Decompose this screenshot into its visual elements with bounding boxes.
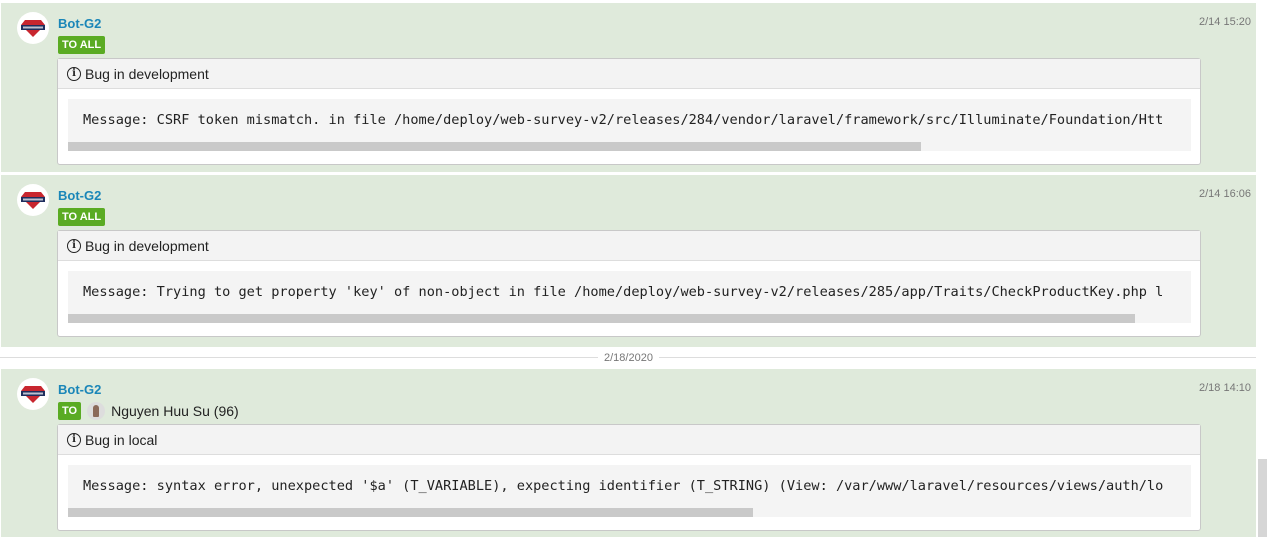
horizontal-scrollbar[interactable] — [68, 508, 754, 517]
recipient-avatar — [87, 402, 106, 420]
horizontal-scrollbar[interactable] — [68, 314, 1135, 323]
attachment-card: i Bug in development Message: Trying to g… — [57, 230, 1201, 337]
date-separator: 2/18/2020 — [0, 352, 1256, 364]
timestamp: 2/14 15:20 — [1199, 16, 1251, 28]
code-block: Message: Trying to get property 'key' of… — [68, 271, 1191, 323]
page-scrollbar[interactable] — [1258, 459, 1267, 537]
bot-avatar[interactable] — [17, 378, 49, 410]
recipient-badge: TO ALL — [58, 36, 106, 54]
bot-avatar[interactable] — [17, 12, 49, 44]
sender-name[interactable]: Bot-G2 — [58, 16, 102, 31]
info-icon: i — [67, 432, 81, 447]
code-block: Message: syntax error, unexpected '$a' (… — [68, 465, 1191, 517]
sender-name[interactable]: Bot-G2 — [58, 188, 102, 203]
info-icon: i — [67, 66, 81, 81]
timestamp: 2/14 16:06 — [1199, 188, 1251, 200]
chat-message: Bot-G2 2/14 15:20 TO ALL i Bug in develop… — [1, 3, 1256, 172]
chat-message: Bot-G2 2/18 14:10 TO Nguyen Huu Su (96) i… — [1, 369, 1256, 537]
recipient-badge: TO ALL — [58, 208, 106, 226]
sender-name[interactable]: Bot-G2 — [58, 382, 102, 397]
card-title: Bug in local — [85, 431, 158, 448]
card-title: Bug in development — [85, 237, 209, 254]
code-block: Message: CSRF token mismatch. in file /h… — [68, 99, 1191, 151]
attachment-card: i Bug in development Message: CSRF token … — [57, 58, 1201, 165]
attachment-card: i Bug in local Message: syntax error, une… — [57, 424, 1201, 531]
recipient-name[interactable]: Nguyen Huu Su (96) — [111, 403, 239, 419]
bot-avatar[interactable] — [17, 184, 49, 216]
card-title: Bug in development — [85, 65, 209, 82]
info-icon: i — [67, 238, 81, 253]
horizontal-scrollbar[interactable] — [68, 142, 922, 151]
timestamp: 2/18 14:10 — [1199, 382, 1251, 394]
recipient-badge: TO — [58, 402, 82, 420]
chat-message: Bot-G2 2/14 16:06 TO ALL i Bug in develop… — [1, 175, 1256, 347]
error-message: Message: syntax error, unexpected '$a' (… — [83, 478, 1164, 494]
error-message: Message: Trying to get property 'key' of… — [83, 284, 1164, 300]
error-message: Message: CSRF token mismatch. in file /h… — [83, 112, 1164, 128]
